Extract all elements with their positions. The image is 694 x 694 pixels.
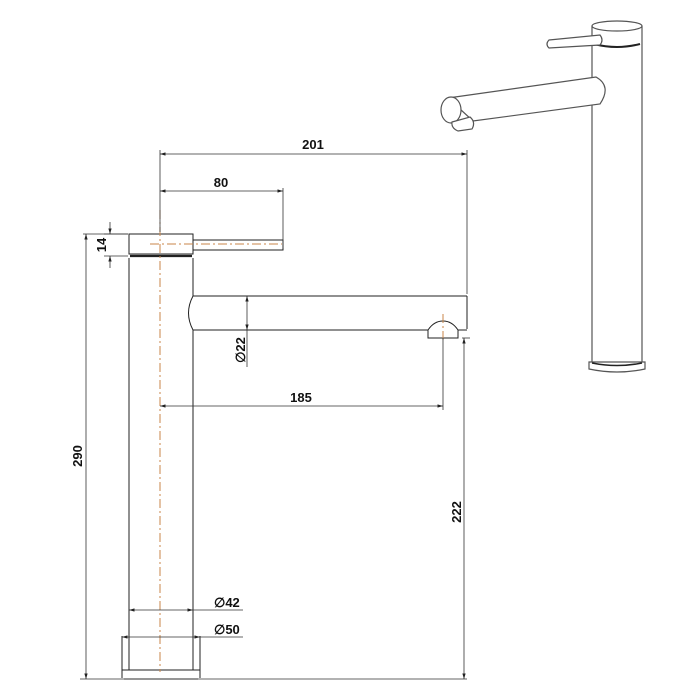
dimensions: 201 80 14 290 ∅22 185 222 ∅42 [70,137,470,680]
iso-aerator [451,116,475,132]
dim-overall-reach: 201 [302,137,324,152]
lever-handle [192,239,284,251]
dim-body-diameter: ∅42 [214,595,240,610]
dim-outlet-height: 222 [449,501,464,523]
iso-lever [546,34,603,49]
iso-spout-end [440,96,462,124]
handle-cap [128,233,194,255]
iso-cap-top [591,20,643,32]
isometric-view [440,20,646,373]
dim-handle-length: 80 [214,175,228,190]
spout-joint [188,295,194,331]
aerator [427,320,459,339]
iso-spout [446,76,606,122]
front-elevation [121,210,468,680]
dim-spout-reach: 185 [290,390,312,405]
dim-base-diameter: ∅50 [214,622,240,637]
dim-overall-height: 290 [70,445,85,467]
dim-cap-height: 14 [94,237,109,252]
dim-spout-diameter: ∅22 [233,337,248,363]
